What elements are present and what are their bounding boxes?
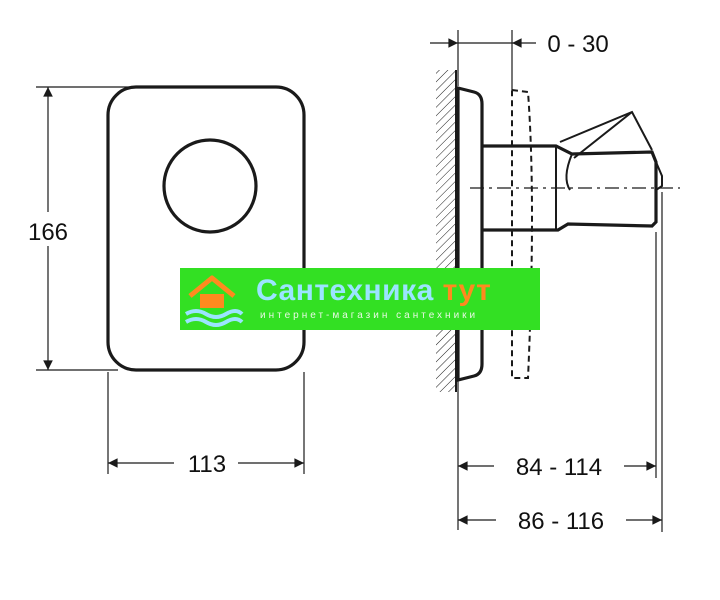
watermark-banner: Сантехника тут интернет-магазин сантехни… <box>180 268 540 330</box>
cover-plate-profile <box>456 85 484 383</box>
cover-plate-front <box>106 85 306 372</box>
watermark-title-main: Сантехника <box>256 274 434 307</box>
watermark-title-accent: тут <box>442 274 492 307</box>
adjustment-dimension: 0 - 30 <box>430 30 609 90</box>
width-dimension-label: 113 <box>188 451 226 478</box>
depth-min-label: 84 - 114 <box>516 454 602 481</box>
depth-dimension-max: 86 - 116 <box>458 192 663 535</box>
front-view <box>106 85 306 372</box>
height-dimension-label: 166 <box>28 219 68 246</box>
house-logo-icon <box>184 275 244 327</box>
height-dimension: 166 <box>20 86 130 371</box>
width-dimension: 113 <box>107 372 305 478</box>
depth-max-label: 86 - 116 <box>518 508 604 535</box>
depth-dimension-min: 84 - 114 <box>457 232 657 530</box>
plate-alt-position <box>511 88 533 379</box>
adjustment-dimension-label: 0 - 30 <box>547 31 608 58</box>
watermark-title: Сантехника тут <box>256 274 491 308</box>
handle-circle <box>162 138 258 234</box>
watermark-subtitle: интернет-магазин сантехники <box>260 310 479 321</box>
side-view <box>436 70 680 392</box>
wall-hatch <box>436 70 456 392</box>
lever-angle <box>559 110 653 159</box>
handle-body <box>482 144 658 232</box>
